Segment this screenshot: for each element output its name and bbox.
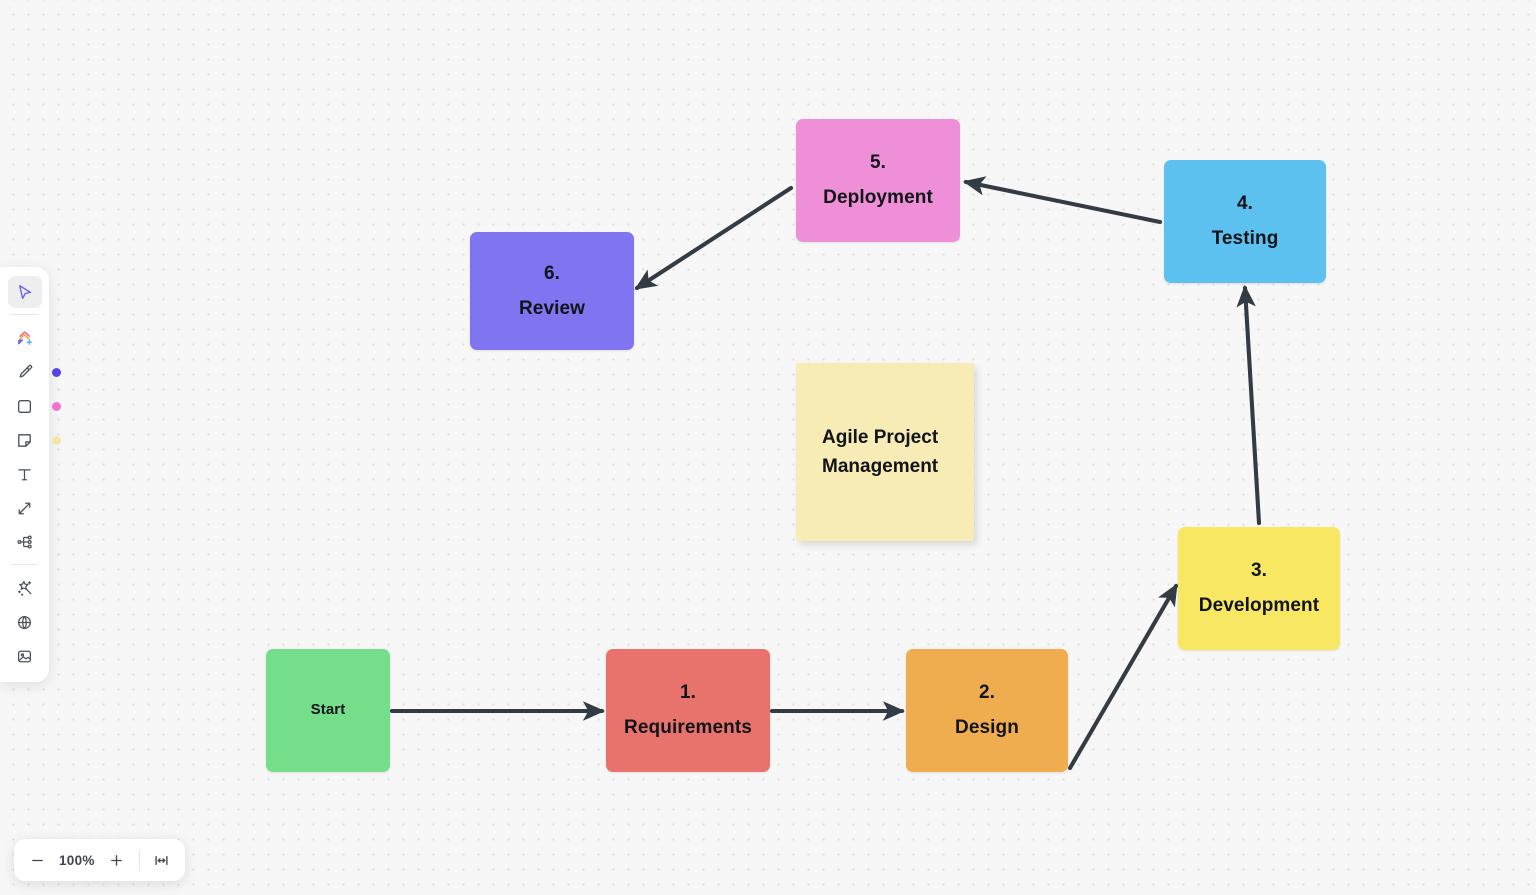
rectangle-tool[interactable] [8,390,61,422]
node-testing[interactable]: 4. Testing [1164,160,1326,283]
sticky-note-icon [18,433,31,447]
square-icon [17,399,32,413]
shapes-tool[interactable] [8,322,42,354]
fit-to-screen-button[interactable] [145,843,179,877]
pen-icon [19,364,32,378]
node-requirements[interactable]: 1. Requirements [606,649,770,772]
minus-icon [31,859,43,861]
mindmap-icon [16,535,32,549]
rectangle-color-swatch[interactable] [51,401,61,411]
ai-tool[interactable] [8,572,42,604]
sticky-tool[interactable] [8,424,61,456]
left-toolbar[interactable] [0,267,61,682]
connector-tool[interactable] [8,492,42,524]
node-number: 4. [1236,193,1254,215]
toolbar-divider-2 [11,564,38,565]
node-number: 6. [543,262,561,284]
node-number: 1. [679,682,697,704]
node-label: Design [955,717,1019,738]
text-tool[interactable] [8,458,42,490]
plus-icon [111,854,123,866]
connector-testing-to-deployment [962,176,1163,225]
node-label: Requirements [624,717,752,738]
zoom-level-label[interactable]: 100% [59,852,95,868]
node-label: Review [518,297,586,319]
node-number: 5. [869,152,887,174]
cursor-icon [19,284,32,299]
image-tool[interactable] [8,640,42,672]
node-label: Deployment [823,187,933,208]
globe-icon [18,615,31,629]
pen-tool[interactable] [8,356,61,388]
zoom-out-button[interactable] [20,843,54,877]
zoom-divider [138,849,140,871]
node-number: 3. [1250,560,1268,582]
web-tool[interactable] [8,606,42,638]
text-icon [18,468,31,480]
sticky-note-title[interactable]: Agile Project Management [796,363,974,541]
mindmap-tool[interactable] [8,526,42,558]
node-design[interactable]: 2. Design [906,649,1068,772]
node-number: 2. [978,682,996,704]
connector-development-to-testing [1236,284,1262,526]
connector-icon [18,502,31,514]
zoom-in-button[interactable] [100,843,134,877]
sticky-note-line-2: Management [822,456,939,477]
shapes-add-icon [18,330,33,345]
fit-to-width-icon [155,855,168,865]
magic-wand-icon [17,580,31,596]
toolbar-divider-1 [11,314,38,315]
node-label: Testing [1211,228,1279,249]
select-tool[interactable] [7,276,42,308]
node-development[interactable]: 3. Development [1178,527,1340,650]
connector-deployment-to-review [634,185,794,291]
node-deployment[interactable]: 5. Deployment [796,119,960,242]
pen-color-swatch[interactable] [51,367,61,377]
connector-design-to-development [1067,583,1179,771]
node-label: Start [310,701,346,719]
node-start[interactable]: Start [266,649,390,772]
sticky-note-line-1: Agile Project [822,426,939,448]
zoom-controls[interactable]: 100% [14,839,185,881]
node-label: Development [1198,595,1320,616]
node-review[interactable]: 6. Review [470,232,634,350]
sticky-color-swatch[interactable] [51,435,61,445]
image-icon [18,650,31,662]
